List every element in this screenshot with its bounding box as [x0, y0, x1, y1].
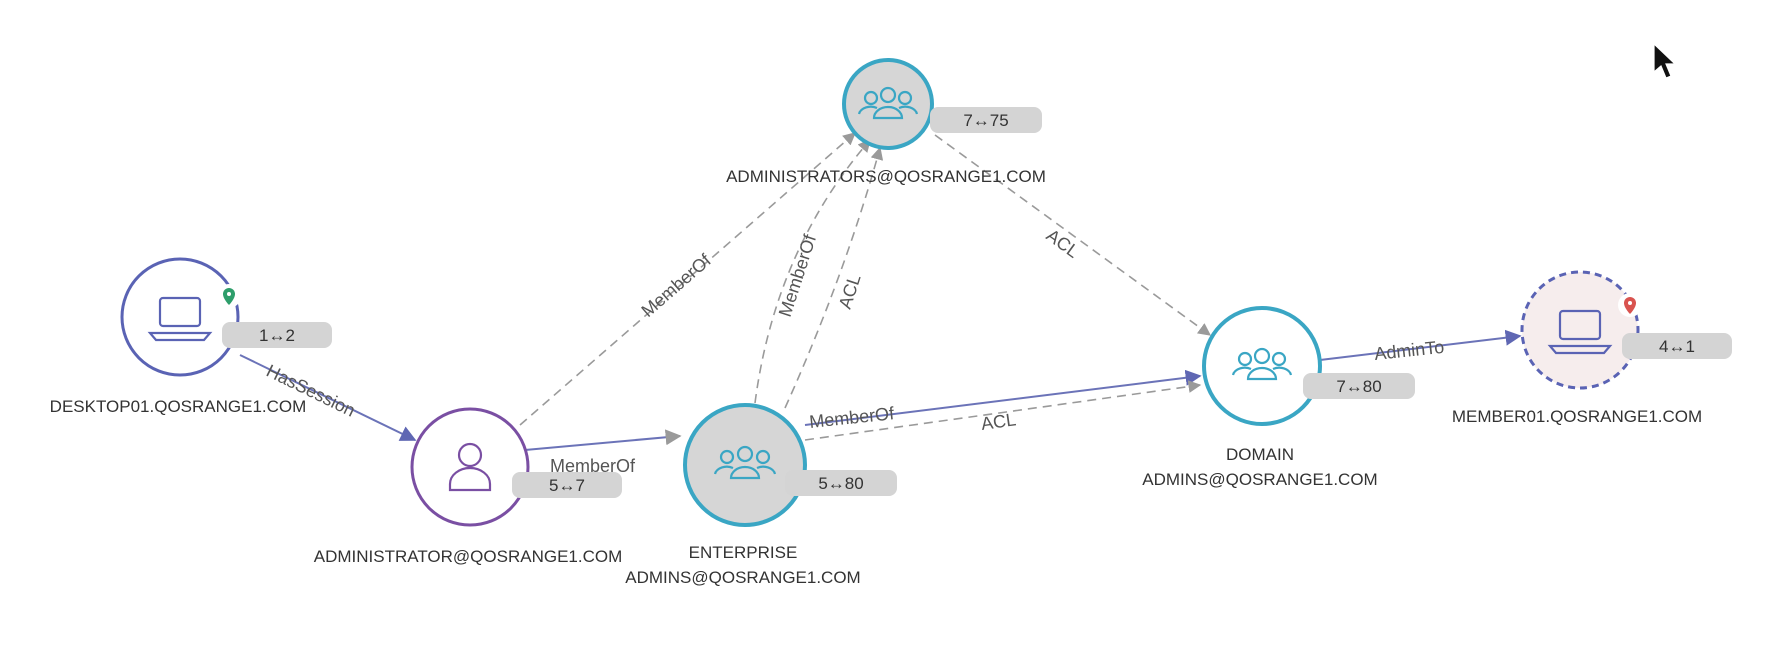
user-icon	[448, 442, 492, 492]
edge-acl-enterprise-admins-to-domain-admins[interactable]: ACL	[804, 380, 1202, 441]
node-badge: 1↔2	[222, 322, 332, 348]
badge-count-domain-admins: 7↔80	[1336, 377, 1381, 396]
node-administrator[interactable]: 5↔7 ADMINISTRATOR@QOSRANGE1.COM	[314, 407, 623, 566]
laptop-icon	[1547, 309, 1613, 355]
node-badge: 4↔1	[1622, 333, 1732, 359]
node-label-member01: MEMBER01.QOSRANGE1.COM	[1452, 407, 1702, 426]
mouse-cursor-icon	[1653, 42, 1677, 79]
node-badge: 7↔80	[1303, 373, 1415, 399]
node-label-administrator: ADMINISTRATOR@QOSRANGE1.COM	[314, 547, 623, 566]
node-badge: 7↔75	[930, 107, 1042, 133]
edge-label-memberof-1: MemberOf	[638, 249, 716, 321]
location-pin-icon	[217, 284, 241, 308]
badge-count-member01: 4↔1	[1659, 337, 1695, 356]
location-pin-icon	[1618, 293, 1642, 317]
node-label-administrators: ADMINISTRATORS@QOSRANGE1.COM	[726, 167, 1046, 186]
group-icon	[713, 445, 777, 480]
node-administrators[interactable]: 7↔75 ADMINISTRATORS@QOSRANGE1.COM	[726, 58, 1046, 186]
node-enterprise-admins[interactable]: 5↔80 ENTERPRISE ADMINS@QOSRANGE1.COM	[625, 403, 897, 587]
group-icon	[1231, 347, 1293, 381]
edge-label-acl-2: ACL	[980, 409, 1017, 434]
edge-label-memberof-2: MemberOf	[550, 456, 636, 476]
edge-label-memberof-3: MemberOf	[775, 231, 821, 319]
node-label-desktop01: DESKTOP01.QOSRANGE1.COM	[50, 397, 307, 416]
edge-label-adminto: AdminTo	[1373, 337, 1445, 364]
badge-count-administrators: 7↔75	[963, 111, 1008, 130]
edge-memberof-administrator-to-enterprise-admins[interactable]: MemberOf	[524, 429, 682, 476]
node-label-domain-admins-line1: DOMAIN	[1226, 445, 1294, 464]
edge-adminto-domain-admins-to-member01[interactable]: AdminTo	[1319, 329, 1522, 364]
edge-label-acl-1: ACL	[835, 272, 865, 311]
badge-count-enterprise-admins: 5↔80	[818, 474, 863, 493]
badge-count-administrator: 5↔7	[549, 476, 585, 495]
node-domain-admins[interactable]: 7↔80 DOMAIN ADMINS@QOSRANGE1.COM	[1142, 306, 1415, 489]
node-label-enterprise-admins-line1: ENTERPRISE	[689, 543, 798, 562]
badge-count-desktop01: 1↔2	[259, 326, 295, 345]
edge-label-memberof-4: MemberOf	[808, 403, 896, 432]
node-label-domain-admins-line2: ADMINS@QOSRANGE1.COM	[1142, 470, 1377, 489]
node-member01[interactable]: 4↔1 MEMBER01.QOSRANGE1.COM	[1452, 270, 1732, 426]
group-icon	[857, 86, 919, 120]
edge-acl-administrators-to-domain-admins[interactable]: ACL	[934, 134, 1212, 336]
node-badge: 5↔80	[785, 470, 897, 496]
node-badge: 5↔7	[512, 472, 622, 498]
node-label-enterprise-admins-line2: ADMINS@QOSRANGE1.COM	[625, 568, 860, 587]
node-desktop01[interactable]: 1↔2 DESKTOP01.QOSRANGE1.COM	[50, 257, 332, 416]
laptop-icon	[147, 296, 213, 342]
edge-label-acl-3: ACL	[1043, 225, 1083, 262]
